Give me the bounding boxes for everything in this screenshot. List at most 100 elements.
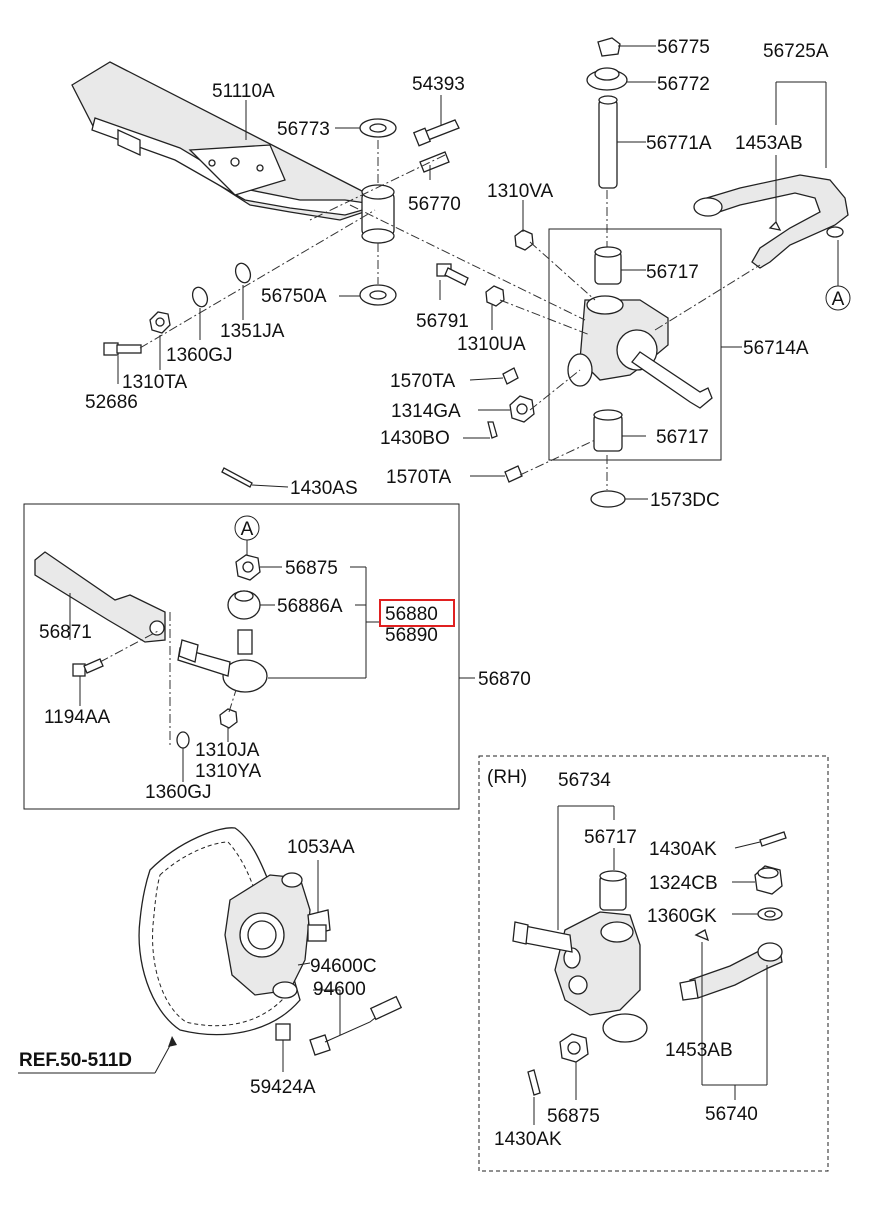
tie-rod-end-56880[interactable] — [177, 629, 268, 693]
label-1310ja: 1310JA — [195, 740, 260, 761]
label-56770: 56770 — [408, 194, 461, 215]
label-51110a: 51110A — [212, 81, 275, 102]
bushing-56773[interactable] — [359, 118, 397, 138]
nut-1310ta[interactable] — [149, 311, 171, 334]
rh-box — [478, 755, 829, 1172]
label-ref: REF.50-511D — [19, 1050, 132, 1071]
tie-rod-56871[interactable] — [34, 551, 166, 643]
label-56875-box: 56875 — [285, 558, 338, 579]
knuckle-56734-rh[interactable] — [512, 911, 648, 1043]
label-1453ab-top: 1453AB — [735, 133, 803, 154]
label-1310ta: 1310TA — [122, 372, 187, 393]
label-1430as: 1430AS — [290, 478, 358, 499]
bushing-stack[interactable] — [361, 184, 395, 244]
nut-1310va[interactable] — [514, 229, 534, 251]
bolt-54393[interactable] — [412, 119, 460, 147]
bracket-1053aa[interactable] — [307, 909, 331, 942]
grease-fitting-1570ta-top[interactable] — [502, 367, 519, 385]
arm-56740[interactable] — [679, 942, 783, 1001]
label-59424a: 59424A — [250, 1077, 316, 1098]
svg-text:A: A — [832, 289, 845, 310]
nut-1310ua[interactable] — [485, 285, 505, 307]
label-1430ak-top: 1430AK — [649, 839, 717, 860]
label-1194aa: 1194AA — [44, 707, 111, 728]
washer-1351ja[interactable] — [233, 261, 253, 285]
callout-a-box: A — [234, 515, 260, 541]
label-56880: 56880 — [385, 604, 438, 625]
label-56886a: 56886A — [277, 596, 343, 617]
key-1453ab-rh[interactable] — [694, 929, 710, 942]
label-1351ja: 1351JA — [220, 321, 285, 342]
boot-56886a[interactable] — [227, 590, 261, 620]
label-56875-rh: 56875 — [547, 1106, 600, 1127]
label-56773: 56773 — [277, 119, 330, 140]
label-56775: 56775 — [657, 37, 710, 58]
knuckle-56714a[interactable] — [567, 295, 713, 409]
label-56717-mid: 56717 — [656, 427, 709, 448]
sensor-94600[interactable] — [309, 995, 403, 1056]
label-56740: 56740 — [705, 1104, 758, 1125]
label-56791: 56791 — [416, 311, 469, 332]
washer-1360gj[interactable] — [190, 285, 210, 309]
label-56714a: 56714A — [743, 338, 809, 359]
kingpin-56771a[interactable] — [598, 95, 618, 189]
bolt-1194aa[interactable] — [72, 658, 104, 677]
oring-1573dc[interactable] — [590, 490, 626, 508]
cap-56772[interactable] — [586, 67, 628, 91]
label-1053aa: 1053AA — [287, 837, 355, 858]
label-1310ua: 1310UA — [457, 334, 526, 355]
nut-56875-rh[interactable] — [559, 1033, 589, 1063]
cotter-1430bo[interactable] — [487, 421, 498, 439]
washer-1360gk[interactable] — [757, 907, 783, 921]
label-1430ak-bottom: 1430AK — [494, 1129, 562, 1150]
nut-1310ja[interactable] — [219, 708, 238, 729]
label-94600: 94600 — [313, 979, 366, 1000]
bolt-52686[interactable] — [103, 342, 142, 356]
label-52686: 52686 — [85, 392, 138, 413]
bolt-56791[interactable] — [436, 263, 469, 286]
washer-1360gj-box[interactable] — [176, 731, 190, 749]
bushing-56717-top[interactable] — [594, 246, 622, 285]
svg-text:A: A — [241, 519, 254, 540]
label-1360gk: 1360GK — [647, 906, 717, 927]
label-1310va: 1310VA — [487, 181, 554, 202]
label-1570ta-top: 1570TA — [390, 371, 455, 392]
cap-56775[interactable] — [597, 37, 621, 57]
grease-fitting-1570ta-bottom[interactable] — [504, 465, 523, 483]
label-1453ab-rh: 1453AB — [665, 1040, 733, 1061]
label-94600c: 94600C — [310, 956, 377, 977]
label-54393: 54393 — [412, 74, 465, 95]
bushing-56750a[interactable] — [359, 284, 397, 306]
highlight-56880 — [379, 599, 455, 627]
hub-knuckle[interactable] — [224, 872, 311, 999]
label-1360gj-box: 1360GJ — [145, 782, 212, 803]
steering-arm-56725a[interactable] — [693, 174, 849, 269]
bushing-56717-bottom[interactable] — [593, 409, 623, 452]
nut-1314ga[interactable] — [509, 395, 535, 423]
label-1310ya: 1310YA — [195, 761, 262, 782]
tie-rod-box — [23, 503, 460, 810]
cotter-1430ak-rh-bottom[interactable] — [527, 1069, 541, 1096]
label-1430bo: 1430BO — [380, 428, 450, 449]
nut-56875-box[interactable] — [235, 554, 261, 581]
label-56717-rh: 56717 — [584, 827, 637, 848]
callout-a-top: A — [825, 285, 851, 311]
label-1324cb: 1324CB — [649, 873, 718, 894]
label-1573dc: 1573DC — [650, 490, 720, 511]
bushing-56717-rh[interactable] — [599, 870, 627, 911]
bolt-59424a[interactable] — [275, 1023, 291, 1041]
label-56750a: 56750A — [261, 286, 327, 307]
cotter-1430ak-rh-top[interactable] — [759, 831, 787, 847]
knuckle-box — [548, 228, 722, 461]
label-56771a: 56771A — [646, 133, 712, 154]
label-1314ga: 1314GA — [391, 401, 461, 422]
label-56772: 56772 — [657, 74, 710, 95]
pin-1430as[interactable] — [221, 467, 253, 488]
label-56890: 56890 — [385, 625, 438, 646]
label-56725a: 56725A — [763, 41, 829, 62]
label-56870: 56870 — [478, 669, 531, 690]
label-1360gj-top: 1360GJ — [166, 345, 233, 366]
nut-1324cb[interactable] — [754, 865, 783, 895]
